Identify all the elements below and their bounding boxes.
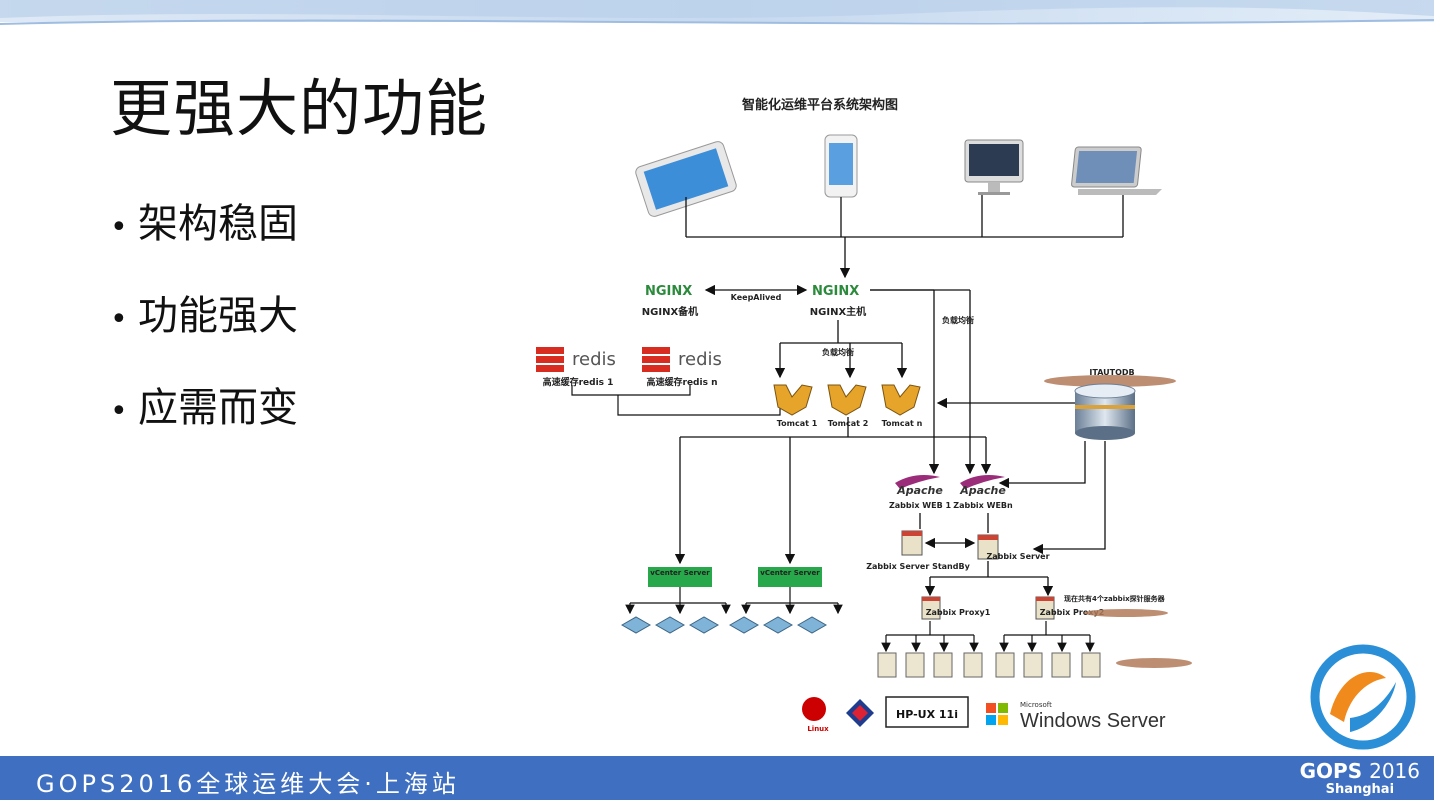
top-decorative-band xyxy=(0,0,1434,25)
device-connection-lines xyxy=(685,195,1124,279)
footer-logo-year: 2016 xyxy=(1369,759,1420,783)
architecture-diagram-svg: 智能化运维平台系统架构图 NGINX NGINX备机 NGINX NGINX主机 xyxy=(536,97,1192,733)
keepalived-label: KeepAlived xyxy=(731,293,782,302)
windows-server-text: Windows Server xyxy=(1020,710,1166,732)
zabbix-server-lines xyxy=(919,513,1054,597)
redis-1-label: 高速缓存redis 1 xyxy=(543,376,614,388)
footer-gops-logo: GOPS 2016 Shanghai xyxy=(1300,760,1420,798)
redacted-mark xyxy=(1084,609,1168,617)
microsoft-text: Microsoft xyxy=(1020,701,1052,709)
db-connection-lines xyxy=(936,397,1106,555)
redis-logo-text: redis xyxy=(678,349,722,370)
redacted-mark xyxy=(1116,658,1192,668)
architecture-diagram: 智能化运维平台系统架构图 NGINX NGINX备机 NGINX NGINX主机 xyxy=(530,85,1210,745)
bullet-text: 应需而变 xyxy=(138,385,298,431)
zabbix-proxy-2-icon xyxy=(1035,596,1055,620)
apache-n-sublabel: Zabbix WEBn xyxy=(953,501,1013,510)
proxy-1-label: Zabbix Proxy1 xyxy=(926,608,991,617)
db-label: ITAUTODB xyxy=(1089,368,1134,377)
load-balance-lines xyxy=(870,289,976,475)
bullet-list: •架构稳固 •功能强大 •应需而变 xyxy=(110,196,298,472)
redis-logo-n: redis xyxy=(642,347,722,372)
tomcat-1-label: Tomcat 1 xyxy=(777,419,818,428)
hp-ux-logo: HP-UX 11i xyxy=(885,696,969,728)
apache-1-sublabel: Zabbix WEB 1 xyxy=(889,501,952,510)
vcenter-host-lines xyxy=(625,587,843,615)
load-balance-label-tomcat: 负载均衡 xyxy=(822,347,854,357)
tomcat-icon-2 xyxy=(827,384,867,416)
tomcat-n-label: Tomcat n xyxy=(882,419,923,428)
linux-logo-text: Linux xyxy=(807,725,829,733)
vcenter-1-label: vCenter Server xyxy=(650,569,710,577)
tomcat-balance-lines xyxy=(774,320,908,379)
proxy-2-label: Zabbix Proxy2 xyxy=(1040,608,1105,617)
zabbix-server-label: Zabbix Server xyxy=(986,552,1049,561)
nginx-logo-backup: NGINX xyxy=(645,284,692,299)
nginx-logo-main: NGINX xyxy=(812,284,859,299)
redhat-linux-logo: Linux xyxy=(802,697,829,733)
diagram-title: 智能化运维平台系统架构图 xyxy=(742,97,898,113)
zabbix-server-icon xyxy=(977,534,999,560)
bullet-text: 架构稳固 xyxy=(138,201,298,247)
laptop-icon xyxy=(1071,146,1162,195)
nginx-main-label: NGINX主机 xyxy=(810,305,866,318)
tomcat-icon-1 xyxy=(773,384,813,416)
bullet-item: •功能强大 xyxy=(110,293,298,339)
vcenter-server-1: vCenter Server xyxy=(648,567,712,587)
apache-feather-icon-1 xyxy=(895,475,940,489)
monitored-server-icons xyxy=(877,652,1101,678)
zabbix-standby-label: Zabbix Server StandBy xyxy=(866,562,970,571)
load-balance-label-right: 负载均衡 xyxy=(942,315,974,325)
vcenter-2-label: vCenter Server xyxy=(760,569,820,577)
redis-logo-1: redis xyxy=(536,347,616,372)
apache-n-logo-text: Apache xyxy=(959,484,1006,497)
redis-logo-text: redis xyxy=(572,349,616,370)
bullet-item: •架构稳固 xyxy=(110,201,298,247)
database-icon xyxy=(1074,383,1136,440)
zabbix-server-standby-icon xyxy=(901,530,923,556)
nginx-backup-label: NGINX备机 xyxy=(642,305,698,318)
bullet-text: 功能强大 xyxy=(138,293,298,339)
proxy-note: 现在共有4个zabbix探针服务器 xyxy=(1064,594,1166,603)
gops-corner-logo xyxy=(1310,644,1416,750)
desktop-computer-icon xyxy=(964,139,1024,195)
tomcat-bus-lines xyxy=(674,417,992,565)
redacted-mark xyxy=(1044,375,1176,387)
footer-bar: GOPS2016全球运维大会·上海站 GOPS 2016 Shanghai xyxy=(0,756,1434,800)
redis-connection-lines xyxy=(571,385,781,416)
vcenter-server-2: vCenter Server xyxy=(758,567,822,587)
unix-logo xyxy=(846,699,874,727)
apache-feather-icon-n xyxy=(960,475,1005,489)
footer-logo-main: GOPS xyxy=(1299,759,1363,783)
smartphone-icon xyxy=(824,134,858,198)
tomcat-icon-n xyxy=(881,384,921,416)
proxy-host-lines xyxy=(881,621,1095,653)
zabbix-proxy-1-icon xyxy=(921,596,941,620)
windows-server-logo: Microsoft Windows Server xyxy=(986,701,1166,732)
svg-text:NGINX: NGINX xyxy=(645,284,692,299)
apache-1-logo-text: Apache xyxy=(896,484,943,497)
tablet-icon xyxy=(635,141,737,217)
redis-n-label: 高速缓存redis n xyxy=(647,376,718,388)
hpux-logo-text: HP-UX 11i xyxy=(896,708,958,721)
svg-text:NGINX: NGINX xyxy=(812,284,859,299)
vm-host-icons xyxy=(620,616,828,634)
footer-event-text: GOPS2016全球运维大会·上海站 xyxy=(36,770,460,798)
footer-logo-city: Shanghai xyxy=(1325,782,1395,797)
bullet-item: •应需而变 xyxy=(110,385,298,431)
slide-title: 更强大的功能 xyxy=(110,72,489,145)
